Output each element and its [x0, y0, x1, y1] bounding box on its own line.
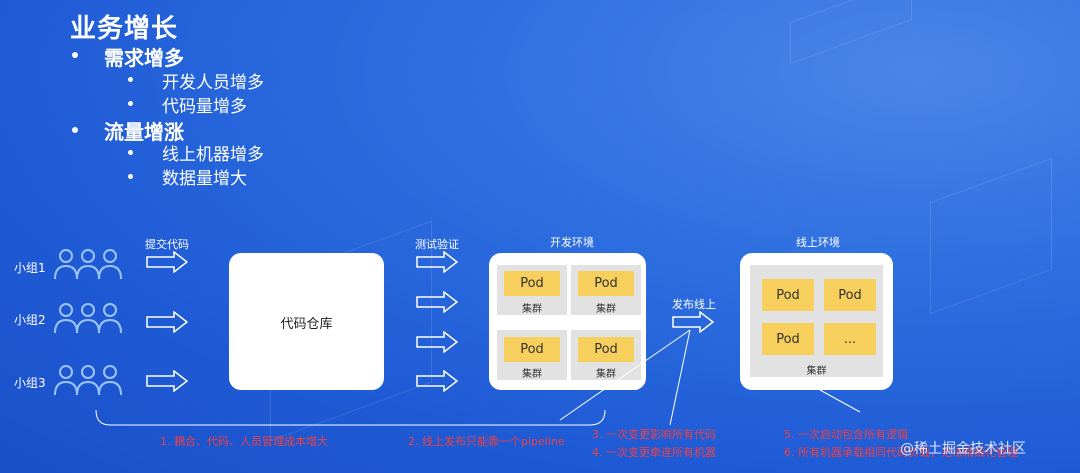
bullet-traffic: 流量增涨 [104, 120, 184, 144]
dev-env-label: 开发环境 [550, 236, 594, 249]
sub-bullet-code: 代码量增多 [162, 97, 247, 117]
note-4: 4. 一次变更牵连所有机器 [592, 446, 716, 459]
pod: Pod [762, 279, 814, 311]
bullet-dot [72, 52, 78, 58]
pod: Pod [824, 279, 876, 311]
cluster-label: 集群 [522, 304, 542, 315]
right-arrow-icon [416, 251, 458, 273]
watermark: @稀土掘金技术社区 [900, 441, 1026, 457]
code-repository-box [229, 253, 384, 390]
team-label-3: 小组3 [14, 376, 46, 390]
cluster-label: 集群 [806, 366, 827, 377]
right-arrow-icon [146, 251, 188, 273]
cluster-label: 集群 [522, 369, 542, 380]
sub-bullet-data: 数据量增大 [162, 169, 247, 189]
right-arrow-icon [416, 291, 458, 313]
right-arrow-icon [416, 331, 458, 353]
team-label-1: 小组1 [14, 261, 46, 275]
right-arrow-icon [146, 311, 188, 333]
bullet-dot [72, 127, 78, 133]
submit-code-label: 提交代码 [145, 238, 189, 251]
release-label: 发布线上 [672, 298, 716, 311]
code-repository-label: 代码仓库 [280, 317, 333, 332]
cluster-label: 集群 [596, 304, 616, 315]
pod: Pod [504, 271, 560, 296]
bullet-dot [128, 174, 133, 179]
bullet-demand: 需求增多 [104, 46, 184, 70]
pod: Pod [578, 337, 634, 362]
cluster-label: 集群 [596, 369, 616, 380]
pod: Pod [762, 323, 814, 355]
page-title: 业务增长 [70, 14, 179, 44]
note-3: 3. 一次变更影响所有代码 [592, 428, 716, 441]
sub-bullet-machines: 线上机器增多 [162, 145, 264, 165]
prod-env-label: 线上环境 [796, 236, 840, 249]
right-arrow-icon [416, 370, 458, 392]
pod: Pod [578, 271, 634, 296]
note-5: 5. 一次启动包含所有逻辑 [784, 428, 908, 441]
note-1: 1. 耦合、代码、人员管理成本增大 [160, 435, 328, 448]
pod: Pod [504, 337, 560, 362]
note-6: 6. 所有机器承载相同代码负载，无法精细化管理 [784, 446, 1018, 459]
pod-ellipsis: ... [824, 323, 876, 355]
note-2: 2. 线上发布只能靠一个pipeline [408, 435, 565, 448]
bullet-dot [128, 101, 133, 106]
bullet-dot [128, 150, 133, 155]
team-label-2: 小组2 [14, 313, 46, 327]
right-arrow-icon [146, 370, 188, 392]
team-people-icon [54, 365, 122, 396]
test-verify-label: 测试验证 [415, 238, 459, 251]
bullet-dot [128, 77, 133, 82]
right-arrow-icon [672, 311, 714, 333]
team-people-icon [54, 249, 122, 280]
team-people-icon [54, 303, 122, 334]
sub-bullet-developers: 开发人员增多 [162, 73, 264, 93]
